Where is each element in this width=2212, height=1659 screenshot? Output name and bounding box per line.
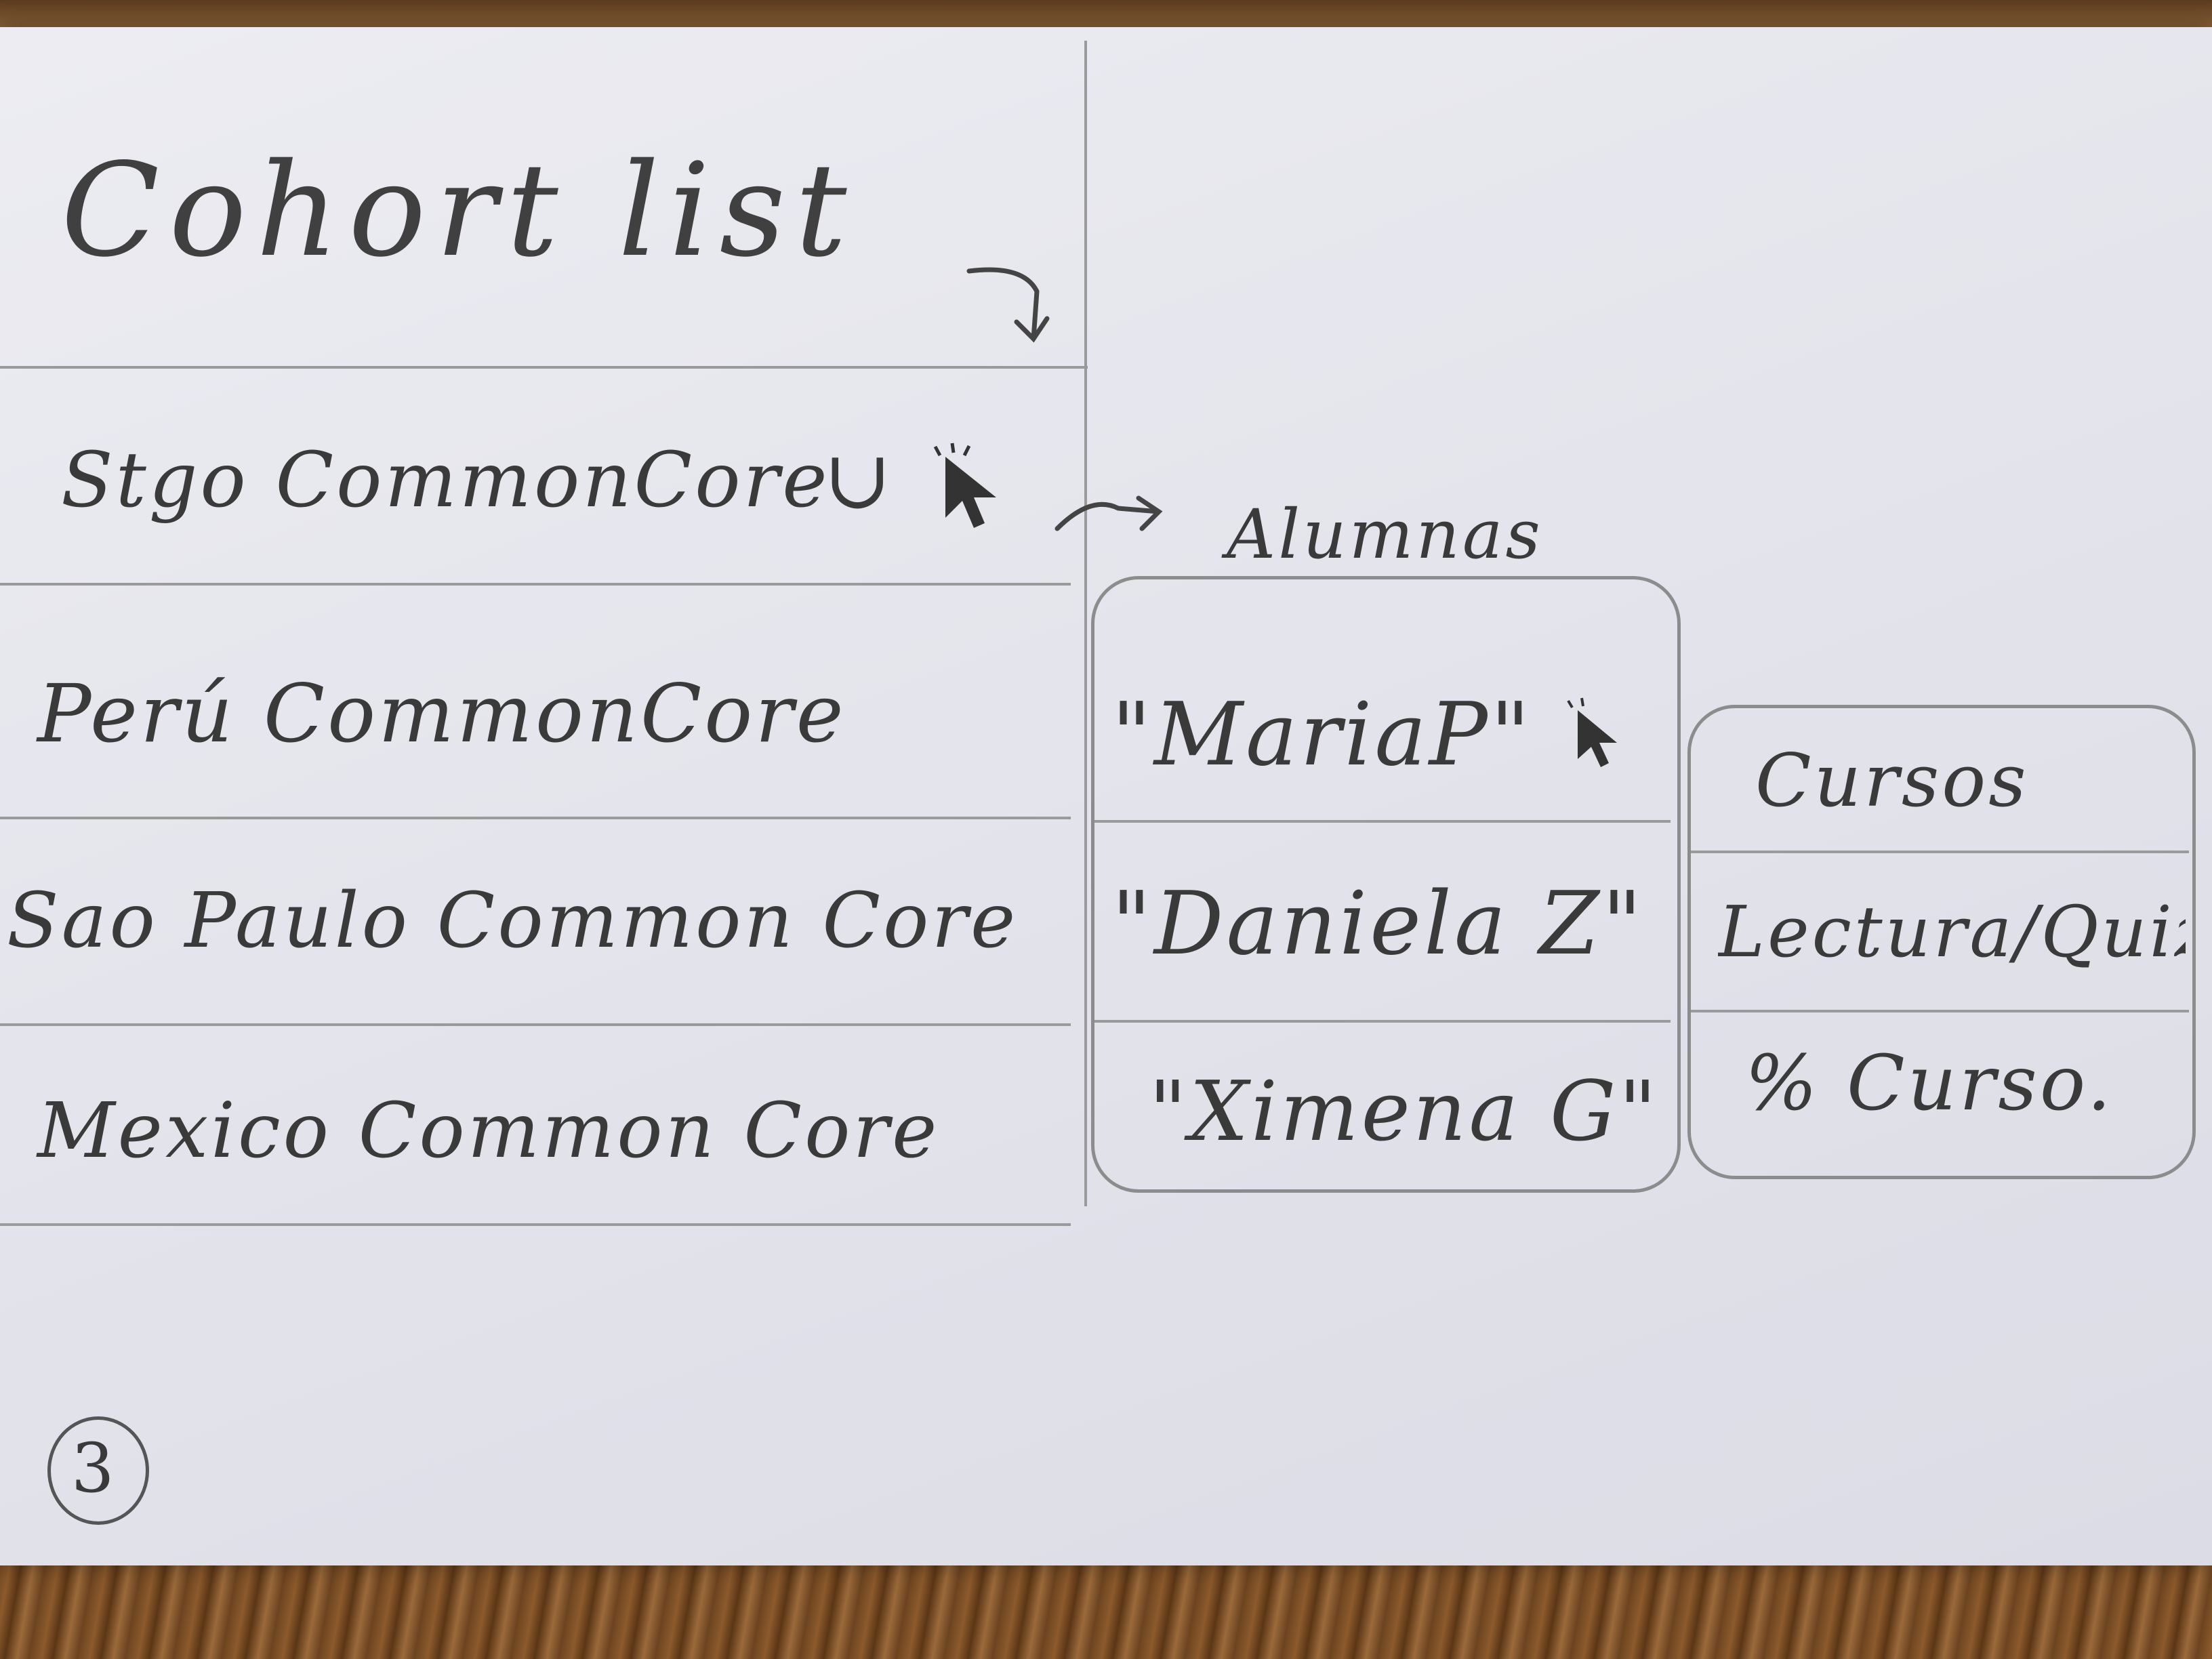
cohort-item-label: Mexico Common Core — [37, 1087, 940, 1175]
cursos-panel — [1687, 705, 2196, 1179]
cohort-divider-3 — [0, 1023, 1071, 1026]
cohort-list-title: Cohort list — [61, 136, 857, 285]
alumna-item-label: "Daniela Z" — [1111, 874, 1645, 975]
cohort-divider-2 — [0, 817, 1071, 819]
cohort-item-stgo[interactable]: Stgo CommonCore ∪ — [0, 369, 1084, 582]
alumna-item-maria[interactable]: "MariaP" — [1098, 623, 1660, 820]
page-number-circle — [47, 1416, 149, 1525]
cohort-panel-right-border — [1084, 41, 1087, 1206]
alumnas-divider-2 — [1094, 1020, 1671, 1023]
alumna-item-daniela[interactable]: "Daniela Z" — [1098, 823, 1660, 1019]
cursor-icon — [933, 443, 996, 528]
cohort-divider-4 — [0, 1223, 1071, 1226]
cursos-title: Cursos — [1755, 739, 2029, 823]
alumna-item-label: "Ximena G" — [1149, 1063, 1660, 1160]
alumna-item-ximena[interactable]: "Ximena G" — [1098, 1023, 1660, 1185]
curso-item-lectura-quiz[interactable]: Lectura/Quiz — [1691, 853, 2189, 1009]
cursos-divider-1 — [1691, 851, 2189, 853]
cohort-item-mexico[interactable]: Mexico Common Core — [0, 1026, 1084, 1223]
wood-table-bottom — [0, 1552, 2212, 1659]
cursor-icon — [1567, 697, 1617, 767]
curso-item-label: Lectura/Quiz — [1718, 890, 2186, 973]
cohort-divider-0 — [0, 366, 1088, 369]
alumna-item-label: "MariaP" — [1111, 684, 1533, 785]
cohort-item-label: Sao Paulo Common Core — [7, 877, 1019, 965]
cohort-item-label: Perú CommonCore — [37, 667, 846, 760]
cohort-item-peru[interactable]: Perú CommonCore — [0, 586, 1084, 816]
arrow-down-right-icon — [966, 267, 1050, 343]
cohort-item-label: Stgo CommonCore — [61, 436, 830, 525]
cursos-divider-2 — [1691, 1010, 2189, 1012]
smiley-icon: ∪ — [823, 433, 895, 527]
alumnas-title: Alumnas — [1227, 495, 1543, 574]
alumnas-divider-1 — [1094, 820, 1671, 823]
cohort-item-sao-paulo[interactable]: Sao Paulo Common Core — [0, 819, 1084, 1023]
alumnas-panel — [1091, 576, 1681, 1193]
curso-item-percent[interactable]: % Curso. — [1691, 1012, 2189, 1168]
paper-sheet: Cohort list Stgo CommonCore ∪ Perú Commo… — [0, 27, 2212, 1565]
arrow-right-icon — [1054, 495, 1163, 531]
page-number: 3 — [71, 1429, 115, 1508]
cohort-divider-1 — [0, 583, 1071, 586]
curso-item-label: % Curso. — [1745, 1040, 2114, 1128]
